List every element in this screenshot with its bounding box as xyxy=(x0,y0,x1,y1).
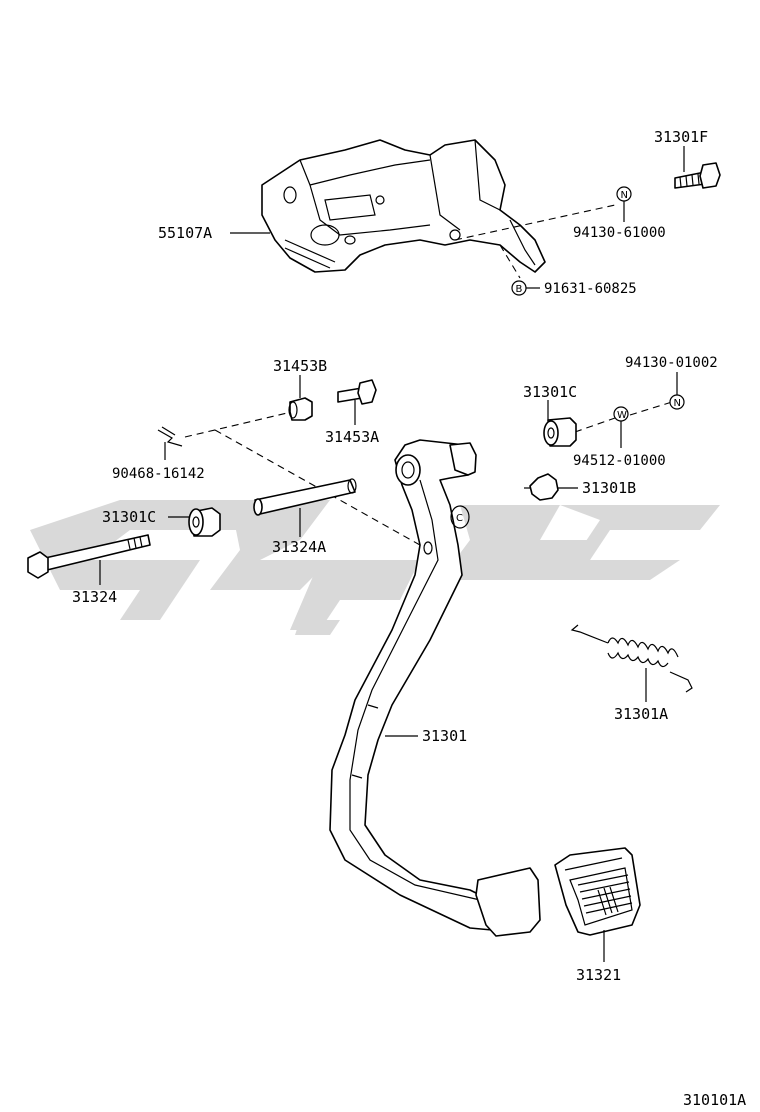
diagram-code: 310101A xyxy=(683,1091,746,1109)
label-31453A: 31453A xyxy=(325,428,379,446)
label-91631-60825: 91631-60825 xyxy=(544,281,637,297)
clip-90468 xyxy=(157,426,183,447)
pedal-bracket xyxy=(261,139,546,273)
label-31301: 31301 xyxy=(422,727,467,745)
label-31324A: 31324A xyxy=(272,538,326,556)
return-spring-31301A xyxy=(570,624,693,693)
label-31301B: 31301B xyxy=(582,479,636,497)
bolt-symbol: B xyxy=(511,280,527,296)
svg-text:B: B xyxy=(516,284,523,295)
label-31301C-right: 31301C xyxy=(523,383,577,401)
stopper-31301B xyxy=(524,473,559,501)
label-94130-61000: 94130-61000 xyxy=(573,225,666,241)
brake-pedal-arm: C xyxy=(329,439,493,931)
nut-symbol-right: N xyxy=(669,394,685,410)
label-90468-16142: 90468-16142 xyxy=(112,466,205,482)
label-31301C-left: 31301C xyxy=(102,508,156,526)
assembly-lines xyxy=(184,204,673,546)
label-94512-01000: 94512-01000 xyxy=(573,453,666,469)
leader-lines xyxy=(99,146,685,962)
label-31321: 31321 xyxy=(576,966,621,984)
label-31453B: 31453B xyxy=(273,357,327,375)
label-31301A: 31301A xyxy=(614,705,668,723)
nut-symbol-upper: N xyxy=(616,186,632,202)
label-31324: 31324 xyxy=(72,588,117,606)
bushing-31301C-right xyxy=(543,417,577,447)
collar-31324A xyxy=(253,478,357,516)
label-94130-01002: 94130-01002 xyxy=(625,355,718,371)
pedal-pad-attached xyxy=(475,867,541,937)
pin-31453A xyxy=(337,379,377,405)
bolt-31301F xyxy=(674,162,721,189)
label-55107A: 55107A xyxy=(158,224,212,242)
svg-text:W: W xyxy=(617,410,627,421)
part-labels: 55107A 31301F 94130-61000 91631-60825 31… xyxy=(72,128,746,1109)
washer-symbol: W xyxy=(613,406,629,422)
svg-text:N: N xyxy=(621,190,628,201)
clip-symbol-c: C xyxy=(456,513,463,524)
bushing-31301C-left xyxy=(188,507,221,537)
bushing-31453B xyxy=(288,397,313,421)
pedal-pad-31321 xyxy=(554,847,641,936)
svg-text:N: N xyxy=(674,398,681,409)
bolt-31324 xyxy=(27,534,151,579)
label-31301F: 31301F xyxy=(654,128,708,146)
